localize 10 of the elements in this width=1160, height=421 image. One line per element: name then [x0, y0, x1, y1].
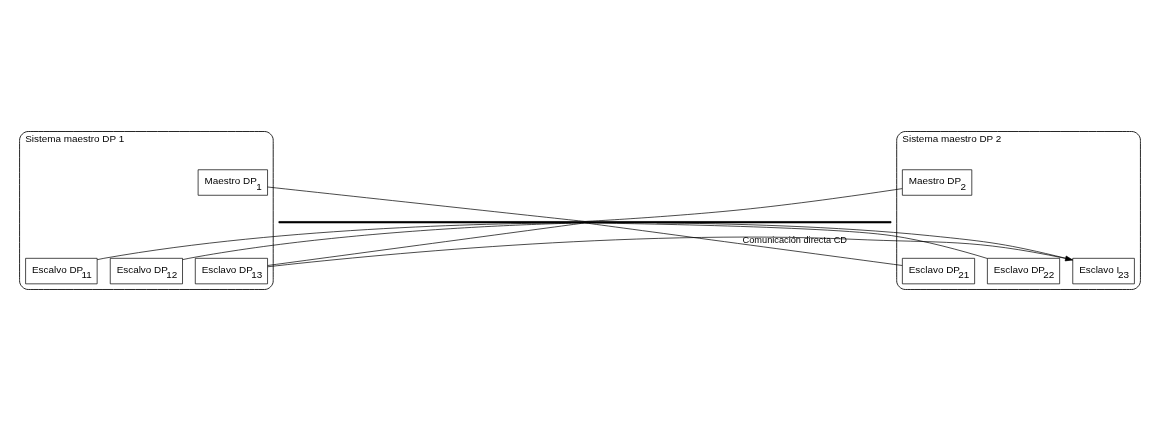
- edge-label: Comunicación directa CD: [742, 235, 847, 246]
- node-bar: [278, 221, 892, 224]
- connector: [584, 222, 988, 259]
- arrow: [267, 236, 1073, 268]
- connector: [584, 188, 903, 222]
- connector: [656, 222, 1074, 261]
- connector: [182, 222, 586, 260]
- connector: [267, 186, 586, 222]
- connector: [267, 222, 586, 266]
- connector: [96, 222, 571, 260]
